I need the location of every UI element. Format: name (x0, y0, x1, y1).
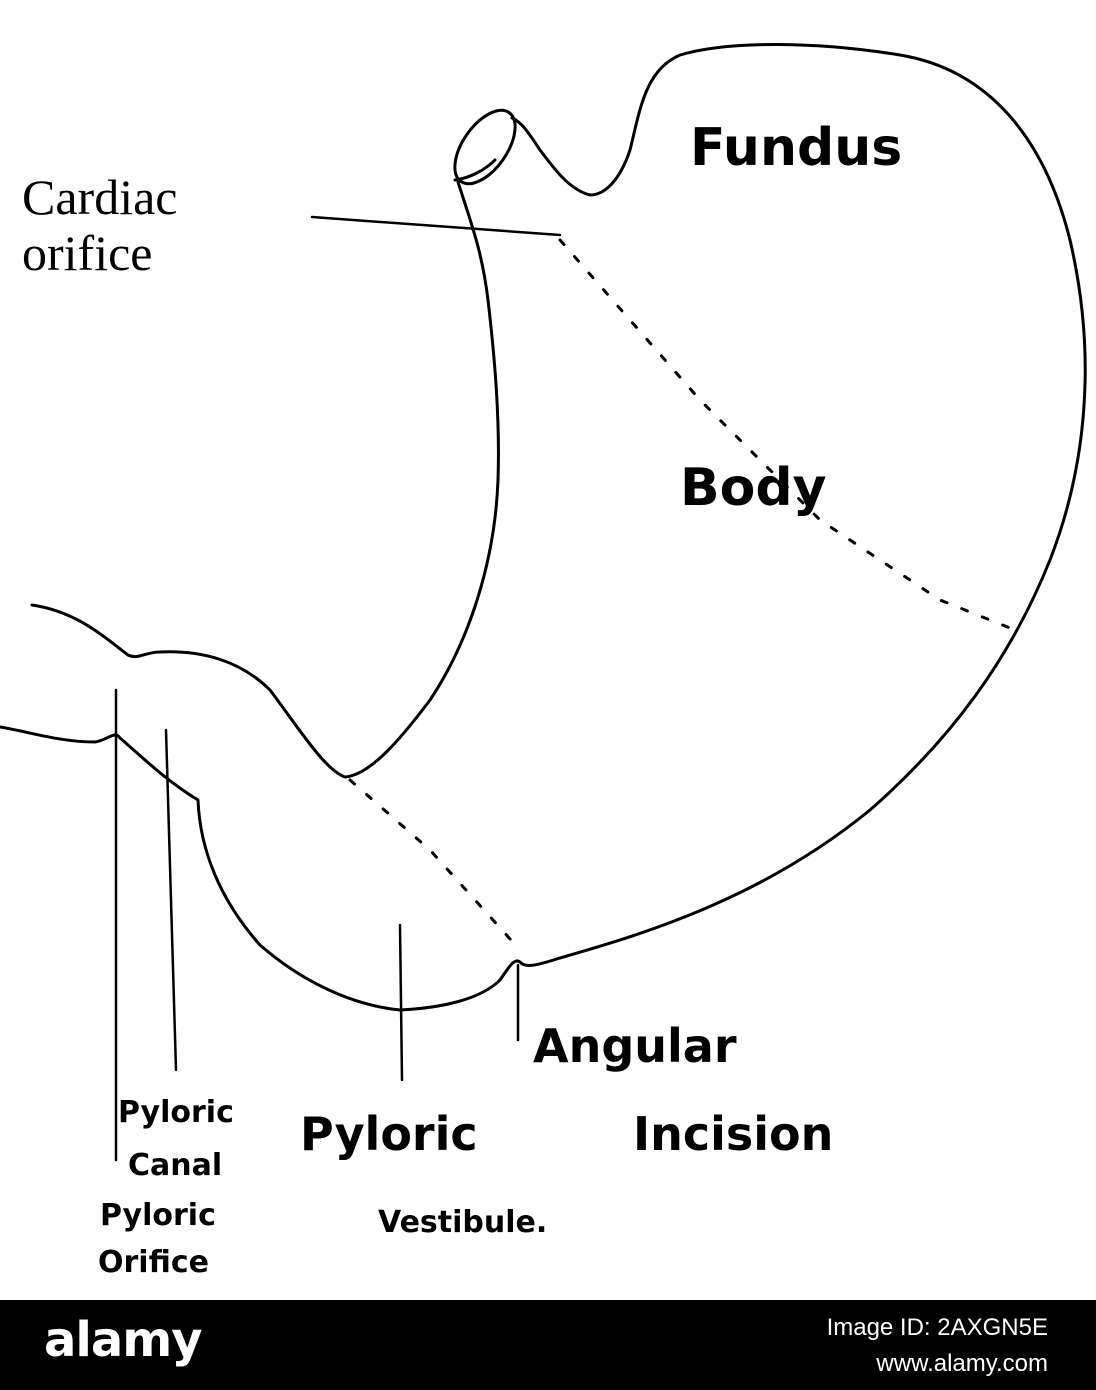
stomach-diagram: Cardiac orifice Fundus Body Angular Inci… (0, 42, 1087, 1280)
angular-incision-label-line1: Angular (533, 1019, 737, 1073)
site-url-text: www.alamy.com (876, 1350, 1048, 1377)
pyloric-vestibule-leader-line (398, 923, 404, 1082)
esophagus-side (453, 158, 497, 182)
angular-incision-label-line2: Incision (633, 1107, 833, 1161)
cardiac-leader-line (310, 215, 562, 237)
body-label: Body (680, 458, 826, 518)
cardiac-orifice-label-line2: orifice (22, 225, 152, 281)
esophagus-opening (453, 108, 517, 186)
cardiac-orifice-label-line1: Cardiac (22, 169, 177, 225)
pyloric-orifice-label-line2: Orifice (98, 1245, 209, 1280)
fundus-body-boundary (558, 238, 1017, 632)
pyloric-canal-leader-line (164, 728, 178, 1072)
watermark-bar: alamy Image ID: 2AXGN5E www.alamy.com (0, 1300, 1096, 1390)
stomach-outline (30, 180, 500, 779)
image-id-text: Image ID: 2AXGN5E (826, 1314, 1048, 1341)
stomach-diagram-svg: Cardiac orifice Fundus Body Angular Inci… (0, 42, 1087, 1280)
pyloric-canal-label-line1: Pyloric (118, 1095, 234, 1130)
pyloric-vestibule-label-line2: Vestibule. (378, 1205, 547, 1240)
fundus-label: Fundus (690, 118, 902, 178)
vestibule-boundary (348, 778, 522, 952)
pyloric-canal-label-line2: Canal (128, 1148, 222, 1183)
pylorus-lower-outline (0, 42, 1087, 1012)
alamy-logo: alamy (44, 1312, 203, 1368)
pyloric-vestibule-label-line1: Pyloric (300, 1107, 478, 1161)
pyloric-orifice-label-line1: Pyloric (100, 1198, 216, 1233)
